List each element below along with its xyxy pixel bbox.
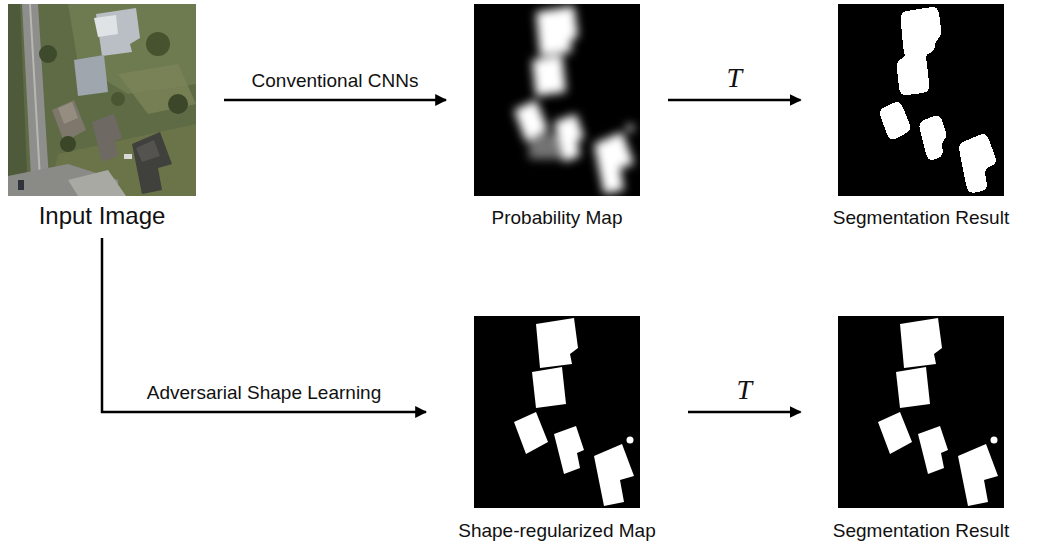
image-area: [8, 4, 196, 196]
flow-arrow: [668, 99, 801, 102]
transform-symbol: T: [736, 374, 752, 406]
segmentation-map: [838, 4, 1004, 196]
panel-caption: Segmentation Result: [829, 207, 1014, 229]
method-label: Conventional CNNs: [252, 70, 419, 92]
method-label: Adversarial Shape Learning: [147, 382, 382, 404]
image-panel: Segmentation Result: [829, 316, 1014, 542]
flow-arrow: [688, 411, 801, 414]
image-area: [829, 4, 1014, 196]
panel-caption: Probability Map: [474, 207, 640, 229]
image-area: [474, 4, 640, 196]
panel-caption: Input Image: [8, 202, 196, 230]
flow-arrow: [224, 99, 446, 102]
image-area: [829, 316, 1014, 508]
panel-caption: Segmentation Result: [829, 520, 1014, 542]
probability-map: [474, 4, 640, 196]
panel-caption: Shape-regularized Map: [454, 520, 660, 542]
image-panel: Probability Map: [474, 4, 640, 229]
flow-arrow: [102, 238, 426, 412]
image-panel: Segmentation Result: [829, 4, 1014, 229]
segmentation-map: [838, 316, 1004, 508]
transform-symbol: T: [726, 62, 742, 94]
shape-regularized-map: [474, 316, 640, 508]
aerial-photo: [8, 4, 196, 196]
image-area: [454, 316, 660, 508]
image-panel: Shape-regularized Map: [454, 316, 660, 542]
image-panel: Input Image: [8, 4, 196, 230]
